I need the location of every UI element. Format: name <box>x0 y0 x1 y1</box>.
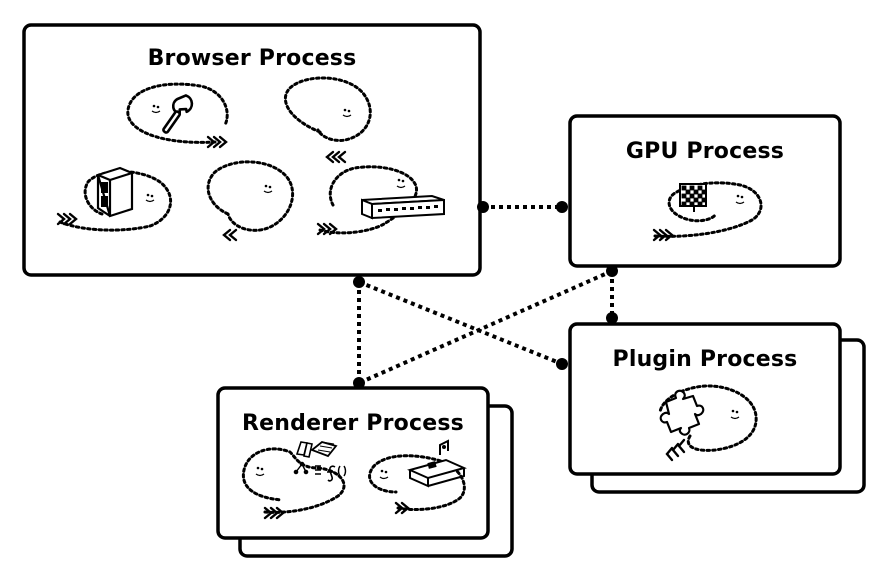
dot-browser-bottom <box>353 276 365 288</box>
smile-icon <box>379 469 389 480</box>
dot-browser-right <box>477 201 489 213</box>
smile-icon <box>255 466 265 477</box>
smile-icon <box>263 184 273 194</box>
chevron-icon <box>316 222 338 236</box>
plugin-process-box <box>568 322 842 476</box>
bed-icon <box>407 439 467 488</box>
thread-loop-browser-3 <box>58 170 172 232</box>
smile-icon <box>151 104 161 114</box>
dot-gpu-bottom <box>606 265 618 277</box>
dot-gpu-left <box>556 201 568 213</box>
pixel-grid-icon <box>679 183 707 212</box>
gpu-process-title: GPU Process <box>625 139 785 164</box>
chevron-icon <box>222 228 238 242</box>
browser-process-title: Browser Process <box>147 46 357 71</box>
chevron-icon <box>652 228 674 242</box>
thread-loop-plugin <box>658 384 758 452</box>
thread-loop-browser-1 <box>126 82 229 144</box>
chevron-icon <box>665 438 686 462</box>
plugin-process-title: Plugin Process <box>612 347 798 372</box>
dot-plugin-left <box>556 358 568 370</box>
toolbox-icon <box>295 441 338 458</box>
renderer-process-box <box>216 386 490 540</box>
wrench-icon <box>162 94 194 134</box>
connectors <box>357 205 614 385</box>
chevron-icon <box>263 506 285 520</box>
code-icon <box>293 461 347 482</box>
chevron-icon <box>206 135 228 149</box>
renderer-process-title: Renderer Process <box>242 411 464 436</box>
smile-icon <box>730 409 740 420</box>
smile-icon <box>145 193 155 203</box>
thread-loop-browser-4 <box>206 160 295 232</box>
connection-dots <box>353 201 618 389</box>
thread-loop-browser-5 <box>318 165 418 235</box>
smile-icon <box>342 108 352 118</box>
smile-icon <box>735 194 745 205</box>
chevron-icon <box>56 212 78 226</box>
dot-renderer-top <box>353 377 365 389</box>
thread-loop-browser-2 <box>283 76 372 142</box>
connector-browser-plugin <box>358 280 563 366</box>
smile-icon <box>396 178 406 189</box>
thread-loop-gpu <box>653 181 763 238</box>
dot-plugin-top <box>606 312 618 324</box>
chevron-icon <box>394 501 410 515</box>
connector-gpu-renderer <box>358 269 613 385</box>
puzzle-piece-icon <box>659 389 705 436</box>
chevron-icon <box>325 150 347 164</box>
network-switch-icon <box>361 194 445 220</box>
loop-arrowheads <box>56 135 686 520</box>
file-cabinet-icon <box>96 166 134 218</box>
thread-faces <box>145 104 745 480</box>
